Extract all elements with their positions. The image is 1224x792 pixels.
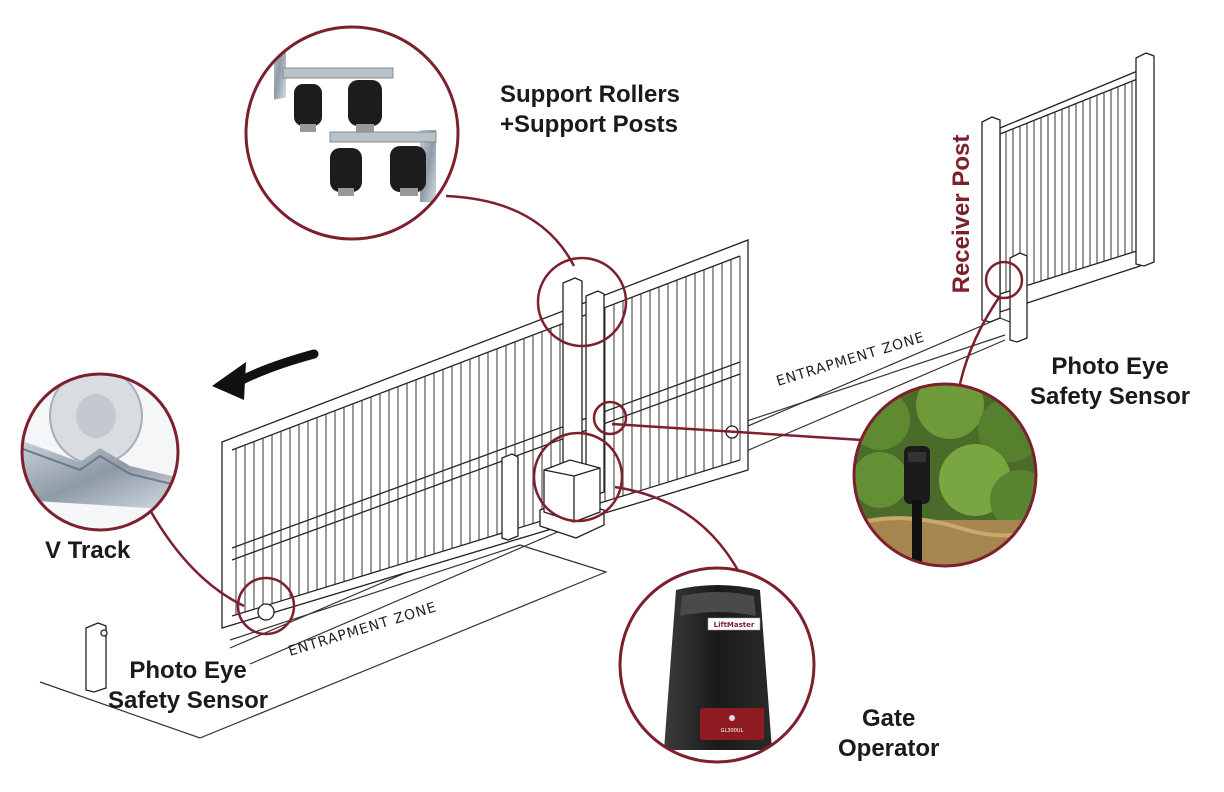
support-rollers-label-line1: Support Rollers [500,81,681,108]
gate-operator-label: Gate Operator [838,704,939,764]
support-rollers-label: Support Rollers +Support Posts [500,80,680,140]
photo-eye-left-label-line2: Safety Sensor [108,687,269,714]
operator-brand: LiftMaster [714,621,755,629]
receiver-fence [981,52,1155,343]
center-post [501,453,519,541]
callout-lines [148,194,1002,608]
photo-eye-right-label-line2: Safety Sensor [1030,383,1191,410]
photo-eye-photo [852,382,1038,568]
v-track-label: V Track [45,536,130,566]
gate-operator-label-line1: Gate [862,705,916,732]
receiver-post-label: Receiver Post [948,134,975,294]
gate-operator-photo: LiftMaster GL300UL [618,566,816,764]
photo-eye-right-label: Photo Eye Safety Sensor [1030,352,1190,412]
photo-eye-left-label-line1: Photo Eye [129,657,247,684]
photo-eye-right-label-line1: Photo Eye [1051,353,1169,380]
entrapment-zone-bottom: ENTRAPMENT ZONE [286,599,438,659]
operator-model: GL300UL [721,728,744,734]
gate-operator-label-line2: Operator [838,735,940,762]
v-track-photo [20,372,180,532]
support-rollers-label-line2: +Support Posts [500,111,679,138]
left-photo-eye-post [85,622,108,693]
operator-box [539,459,605,539]
detail-markers [236,256,1024,636]
v-track-label-text: V Track [45,537,131,564]
support-rollers-photo [244,25,460,241]
sliding-gate [221,239,749,629]
photo-eye-left-label: Photo Eye Safety Sensor [108,656,268,716]
direction-arrow-icon [212,349,319,400]
